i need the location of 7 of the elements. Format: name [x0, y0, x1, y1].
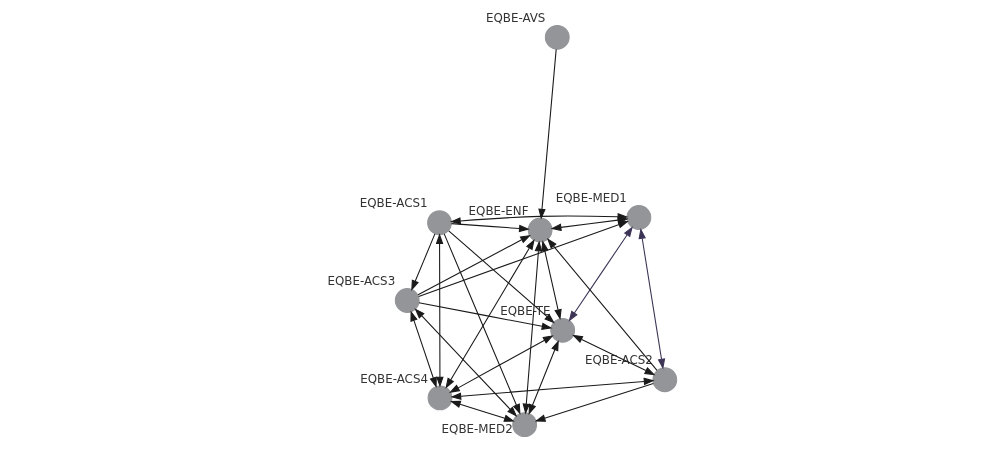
node-label: EQBE-MED2: [441, 422, 513, 437]
node-label: EQBE-ACS3: [326, 274, 395, 289]
node-label: EQBE-MED1: [555, 191, 627, 206]
node-label: EQBE-AVS: [485, 10, 545, 25]
node-label: EQBE-ENF: [468, 203, 529, 218]
node-label: EQBE-ACS4: [359, 371, 428, 386]
node-label: EQBE-ACS1: [359, 196, 427, 211]
